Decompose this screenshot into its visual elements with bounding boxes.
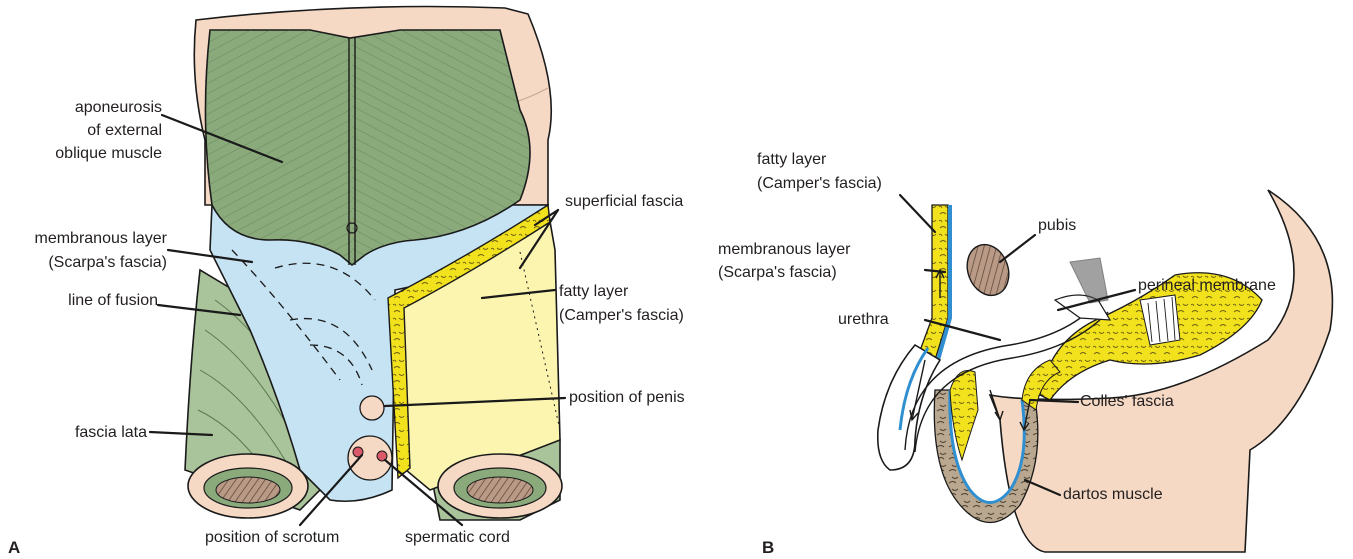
- label-dartos-muscle: dartos muscle: [1063, 486, 1163, 503]
- label-fascia-lata: fascia lata: [75, 424, 147, 441]
- label-fatty-a-2: (Camper's fascia): [559, 307, 684, 324]
- panel-a-drawing: [150, 7, 565, 526]
- panel-letter-b: B: [762, 538, 774, 557]
- label-membranous-b-1: membranous layer: [718, 241, 851, 258]
- pubis-bone: [960, 239, 1015, 302]
- label-fatty-b-1: fatty layer: [757, 151, 827, 168]
- penis-position-marker: [360, 396, 384, 420]
- label-aponeurosis-1: aponeurosis: [75, 99, 162, 116]
- label-pubis: pubis: [1038, 217, 1076, 234]
- label-line-of-fusion: line of fusion: [68, 292, 158, 309]
- label-urethra: urethra: [838, 311, 889, 328]
- label-position-of-scrotum: position of scrotum: [205, 529, 339, 546]
- label-membranous-a-2: (Scarpa's fascia): [48, 254, 167, 271]
- panel-letter-a: A: [8, 538, 20, 557]
- label-position-of-penis: position of penis: [569, 389, 685, 406]
- label-perineal-membrane: perineal membrane: [1138, 277, 1276, 294]
- label-colles-fascia: Colles' fascia: [1080, 393, 1174, 410]
- label-superficial-fascia: superficial fascia: [565, 193, 683, 210]
- label-fatty-b-2: (Camper's fascia): [757, 175, 882, 192]
- label-fatty-a-1: fatty layer: [559, 283, 629, 300]
- label-aponeurosis-2: of external: [87, 122, 162, 139]
- label-spermatic-cord: spermatic cord: [405, 529, 510, 546]
- label-membranous-b-2: (Scarpa's fascia): [718, 264, 837, 281]
- penis-b: [878, 345, 940, 470]
- label-aponeurosis-3: oblique muscle: [55, 145, 162, 162]
- label-membranous-a-1: membranous layer: [35, 230, 168, 247]
